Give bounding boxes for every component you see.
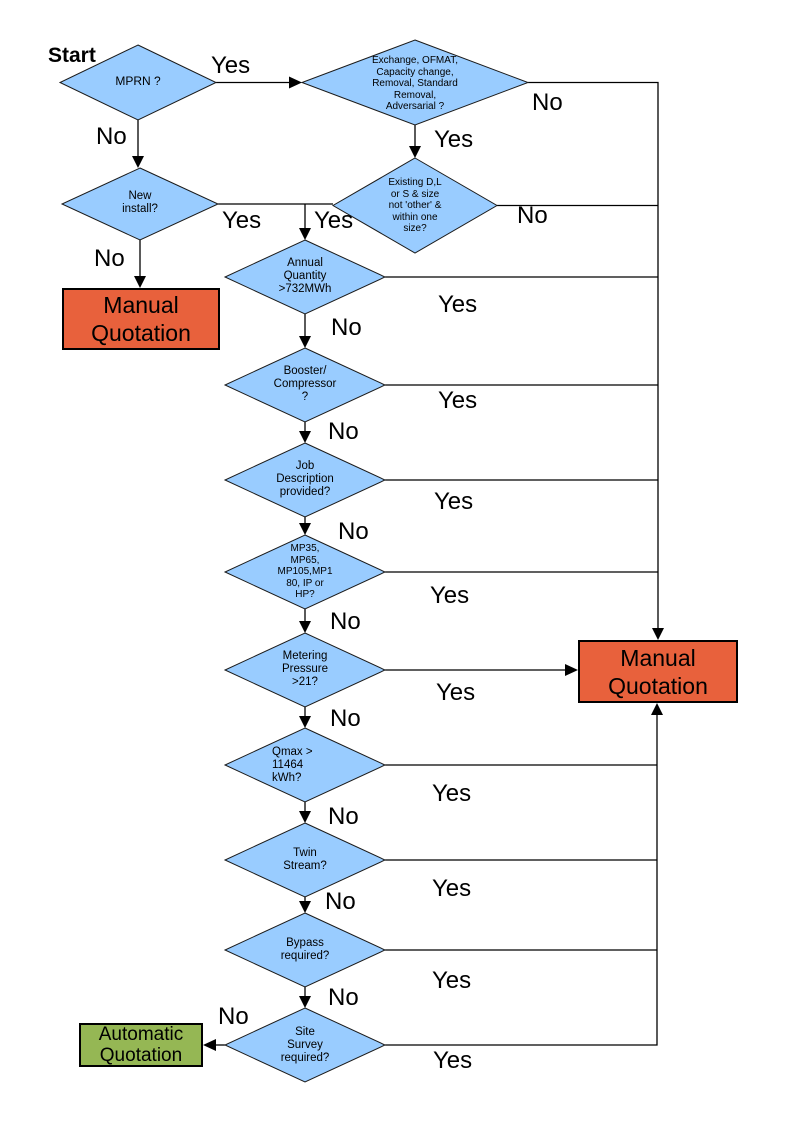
arrowhead-qmax-no [299,811,311,823]
node-twin-stream-shape [223,822,387,898]
edge-exchange-no-to-manual [528,81,659,629]
node-manual-quotation-right: Manual Quotation [578,640,738,703]
node-booster-shape [223,347,387,423]
edge-label-mprn-no: No [96,123,127,150]
arrowhead-into-annual [299,228,311,240]
node-meter-type-label: MP35, MP65, MP105,MP1 80, IP or HP? [277,543,333,600]
node-automatic-quotation: Automatic Quotation [79,1023,203,1067]
edge-label-site-yes: Yes [433,1047,473,1074]
edge-label-twin-yes: Yes [432,875,472,902]
node-qmax-shape [223,727,387,803]
edge-label-meter-type-yes: Yes [430,582,470,609]
edge-label-new-install-no: No [94,245,125,272]
node-job-description-shape [223,442,387,518]
arrowhead-annual-no [299,336,311,348]
node-meter-type-shape [223,534,387,610]
node-job-description-label: Job Description provided? [276,460,334,498]
node-annual-quantity-label: Annual Quantity >732MWh [278,257,332,295]
node-annual-quantity-shape [223,239,387,315]
node-bypass-shape [223,912,387,988]
node-qmax-label: Qmax > 11464 kWh? [272,746,313,784]
node-new-install-label: New install? [122,190,158,215]
node-booster-label: Booster/ Compressor ? [273,365,337,403]
edge-label-existing-yes: Yes [314,207,354,234]
arrowhead-mprn-no [132,156,144,168]
edge-label-exchange-no: No [532,89,563,116]
edge-label-meter-type-no: No [330,608,361,635]
arrowhead-manual-right-top [652,628,664,640]
arrowhead-exchange-yes [409,146,421,158]
edge-label-existing-no: No [517,202,548,229]
edge-label-booster-no: No [328,418,359,445]
arrowhead-twin-no [299,901,311,913]
edge-label-exchange-yes: Yes [434,126,474,153]
edge-label-qmax-yes: Yes [432,780,472,807]
arrowhead-metering-yes [565,664,578,676]
node-existing-label: Existing D,L or S & size not 'other' & w… [388,177,442,234]
edge-label-job-no: No [338,518,369,545]
arrowhead-metering-no [299,716,311,728]
node-mprn-label: MPRN ? [115,74,161,88]
arrowhead-meter-type-no [299,621,311,633]
arrowhead-mprn-yes [289,76,302,89]
edge-label-twin-no: No [325,888,356,915]
node-exchange-label: Exchange, OFMAT, Capacity change, Remova… [372,55,458,112]
node-manual-quotation-left: Manual Quotation [62,288,220,350]
node-metering-pressure-shape [223,632,387,708]
node-mprn-shape [58,44,218,121]
arrowhead-job-no [299,523,311,535]
edge-label-metering-yes: Yes [436,679,476,706]
node-bypass-label: Bypass required? [280,937,330,962]
edge-label-new-install-yes: Yes [222,207,262,234]
edge-label-mprn-yes: Yes [211,52,251,79]
node-site-survey-label: Site Survey required? [280,1026,330,1064]
node-new-install-shape [60,167,220,241]
edge-label-annual-no: No [331,314,362,341]
node-site-survey-shape [223,1007,387,1083]
arrowhead-booster-no [299,431,311,443]
arrowhead-manual-right-bottom [651,703,663,715]
node-twin-stream-label: Twin Stream? [283,847,327,872]
start-label: Start [48,44,96,67]
node-exchange-shape [300,39,530,126]
edge-site-yes-to-manual [385,714,658,1046]
arrowhead-newinstall-no [134,276,146,288]
node-existing-shape [332,157,498,254]
edge-label-bypass-yes: Yes [432,967,472,994]
node-metering-pressure-label: Metering Pressure >21? [281,650,329,688]
edge-label-metering-no: No [330,705,361,732]
edge-label-site-no: No [218,1003,249,1030]
edge-label-job-yes: Yes [434,488,474,515]
arrowhead-bypass-no [299,996,311,1008]
edge-label-qmax-no: No [328,803,359,830]
arrowhead-site-no [203,1039,216,1051]
edge-label-bypass-no: No [328,984,359,1011]
edge-label-annual-yes: Yes [438,291,478,318]
edge-label-booster-yes: Yes [438,387,478,414]
